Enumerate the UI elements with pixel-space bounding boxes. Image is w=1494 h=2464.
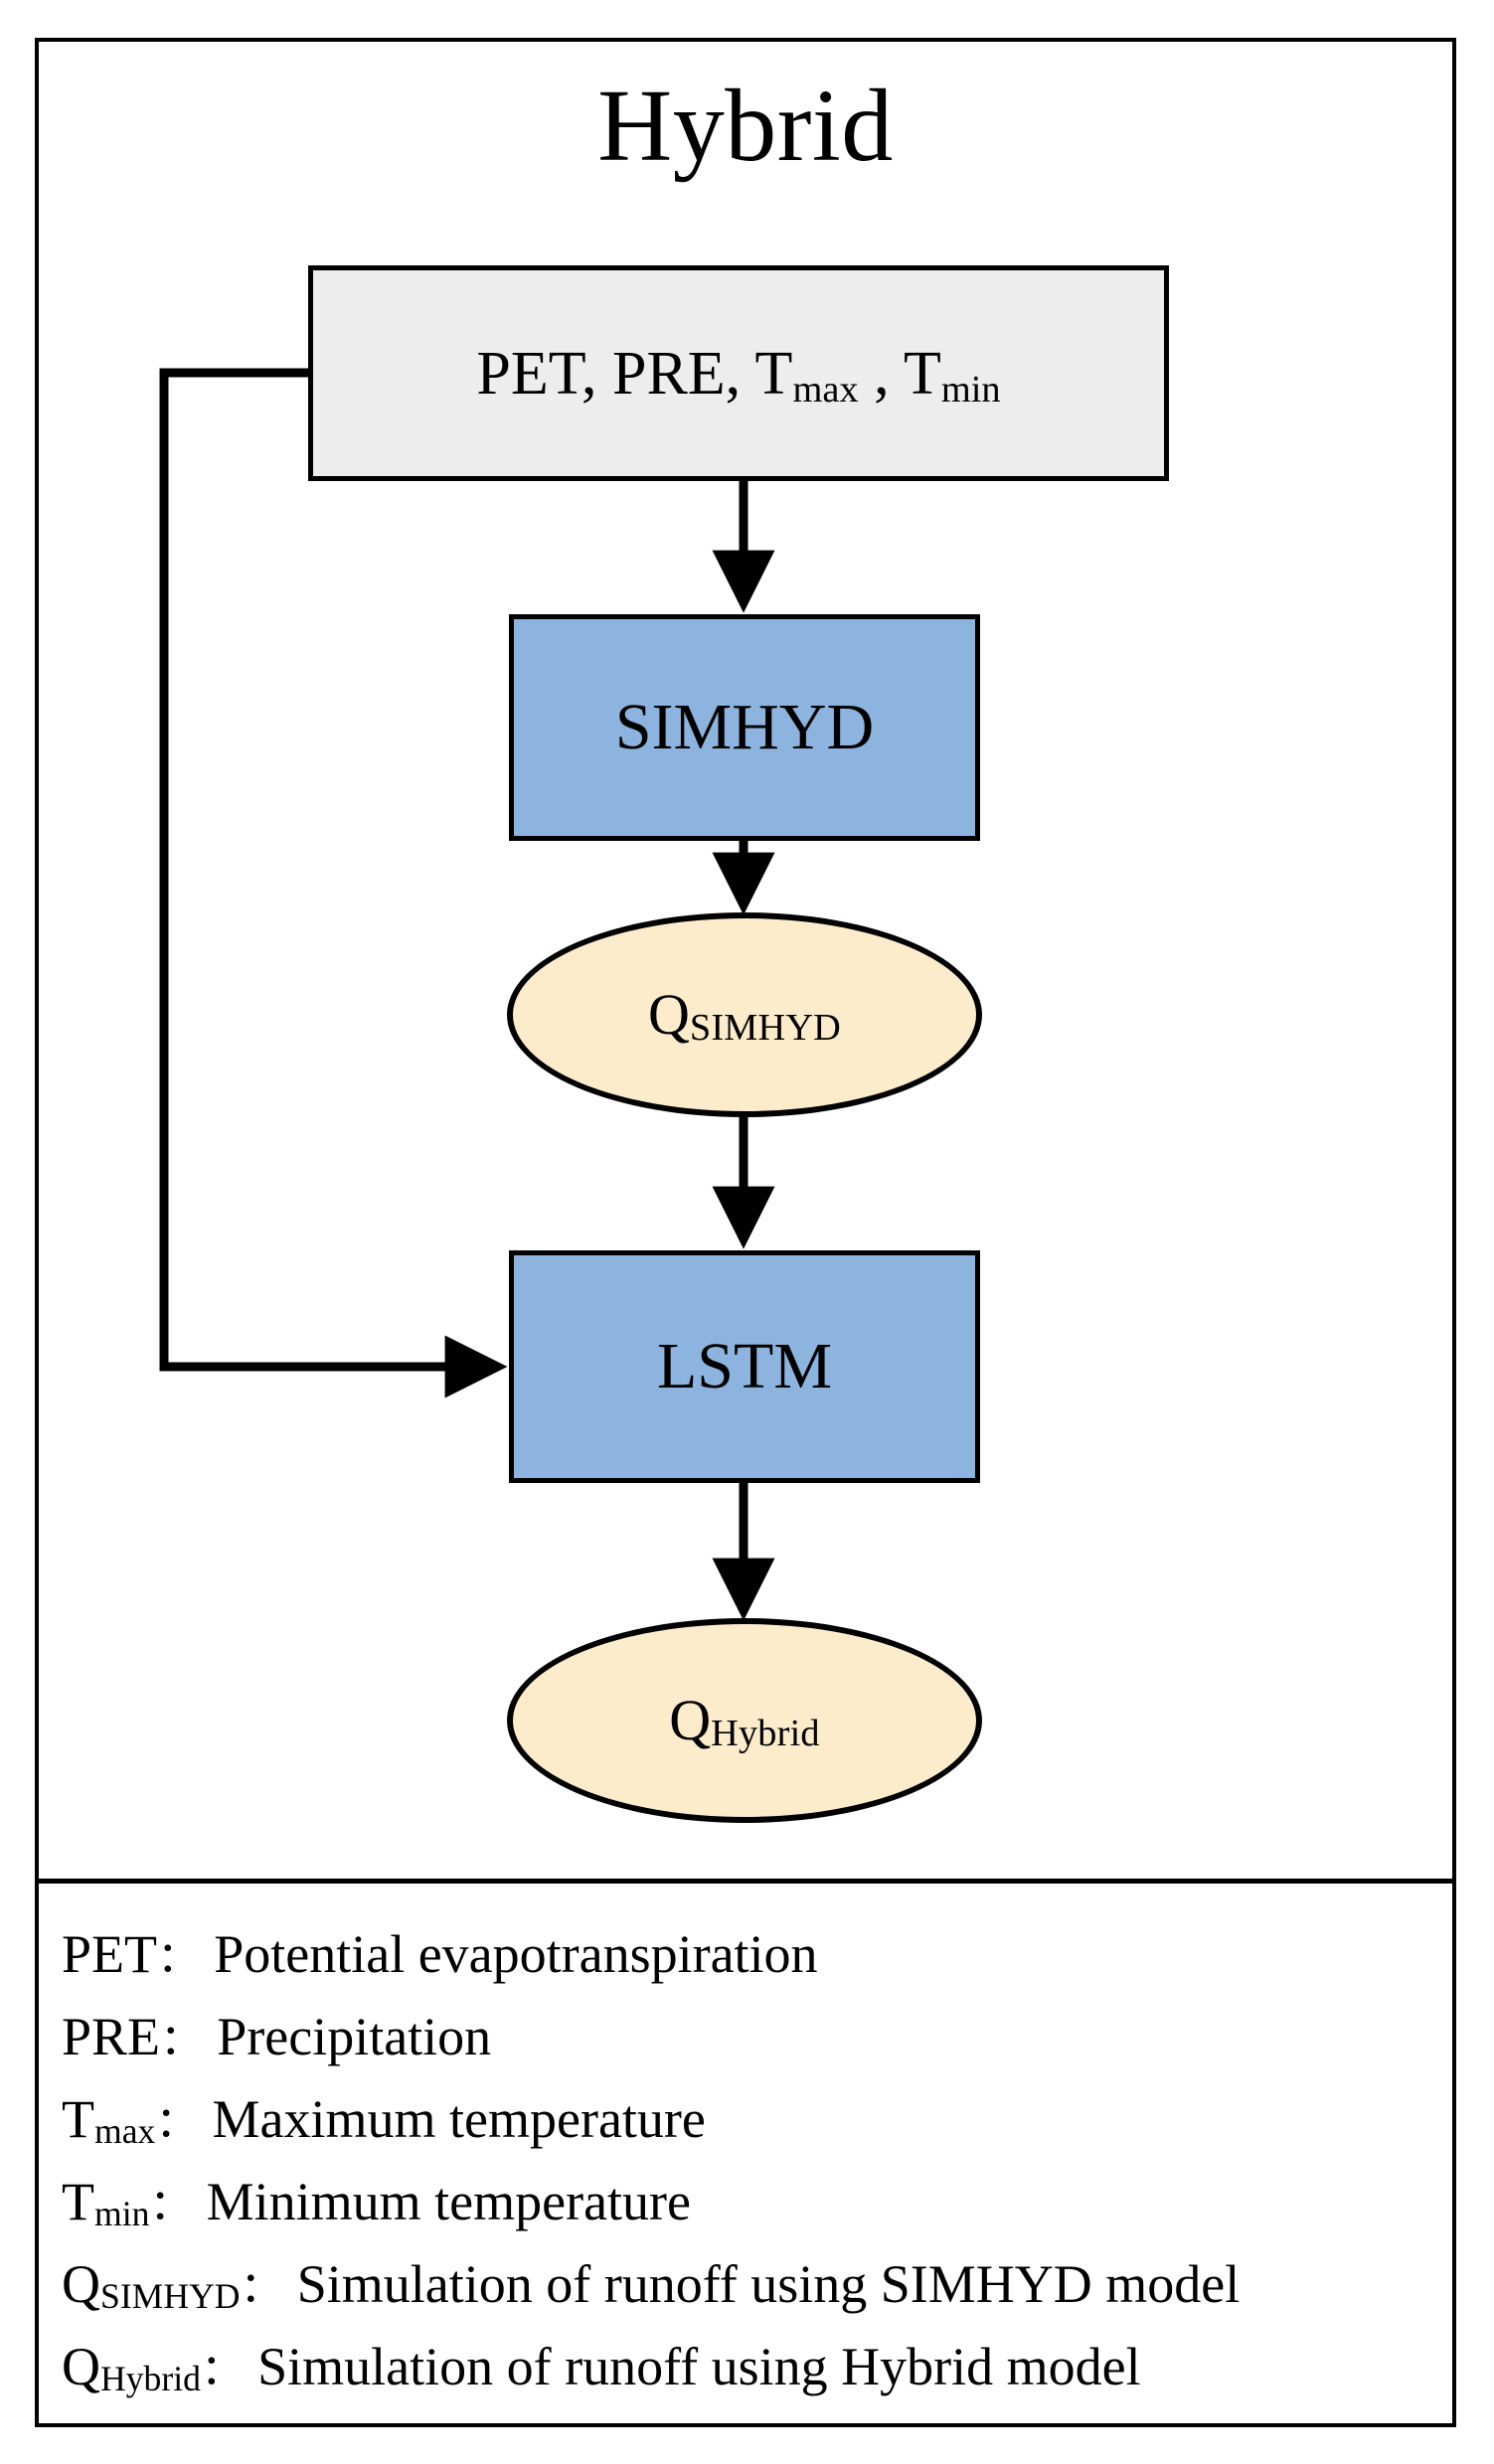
legend-colon: ： (149, 2181, 193, 2230)
legend-item-qsimhyd: QSIMHYD： Simulation of runoff using SIMHY… (62, 2243, 1433, 2326)
node-q-simhyd[interactable]: QSIMHYD (507, 912, 982, 1117)
legend-definition-qhybrid: Simulation of runoff using Hybrid model (257, 2337, 1141, 2396)
legend-list: PET：Potential evapotranspiration PRE：Pre… (62, 1913, 1433, 2408)
legend-term-pre: PRE (62, 2007, 161, 2066)
legend-definition-pre: Precipitation (217, 2007, 492, 2066)
node-q-simhyd-label: QSIMHYD (647, 982, 842, 1050)
legend-term-qhybrid: QHybrid (62, 2337, 201, 2398)
legend-term-tmax: Tmax (62, 2089, 156, 2151)
node-input-variables-label: PET, PRE, Tmax , Tmin (476, 339, 1001, 411)
legend-colon: ： (200, 2346, 245, 2395)
legend-item-pet: PET： Potential evapotranspiration (62, 1913, 1433, 1996)
legend-colon: ： (155, 2098, 199, 2148)
node-lstm[interactable]: LSTM (509, 1250, 980, 1483)
legend-term-pet: PET (62, 1924, 158, 1984)
legend-definition-tmax: Maximum temperature (212, 2089, 706, 2149)
node-q-hybrid-label: QHybrid (669, 1688, 820, 1755)
legend-colon: ： (160, 2016, 204, 2065)
legend-colon: ： (157, 1933, 201, 1983)
legend-item-tmin: Tmin： Minimum temperature (62, 2161, 1433, 2243)
node-simhyd-label: SIMHYD (614, 691, 875, 763)
page-title: Hybrid (597, 69, 894, 183)
legend-definition-pet: Potential evapotranspiration (214, 1924, 818, 1984)
legend-item-pre: PRE： Precipitation (62, 1996, 1433, 2078)
node-simhyd[interactable]: SIMHYD (509, 614, 980, 841)
node-lstm-label: LSTM (656, 1330, 833, 1402)
legend-definition-tmin: Minimum temperature (206, 2172, 691, 2231)
legend-term-tmin: Tmin (62, 2172, 150, 2233)
legend-colon: ： (240, 2263, 283, 2313)
section-divider (35, 1879, 1456, 1884)
legend-item-qhybrid: QHybrid：Simulation of runoff using Hybri… (62, 2326, 1433, 2408)
node-input-variables[interactable]: PET, PRE, Tmax , Tmin (308, 265, 1169, 481)
legend-term-qsimhyd: QSIMHYD (62, 2254, 241, 2316)
node-q-hybrid[interactable]: QHybrid (507, 1618, 982, 1823)
legend-definition-qsimhyd: Simulation of runoff using SIMHYD model (296, 2254, 1241, 2314)
legend-item-tmax: Tmax： Maximum temperature (62, 2078, 1433, 2161)
